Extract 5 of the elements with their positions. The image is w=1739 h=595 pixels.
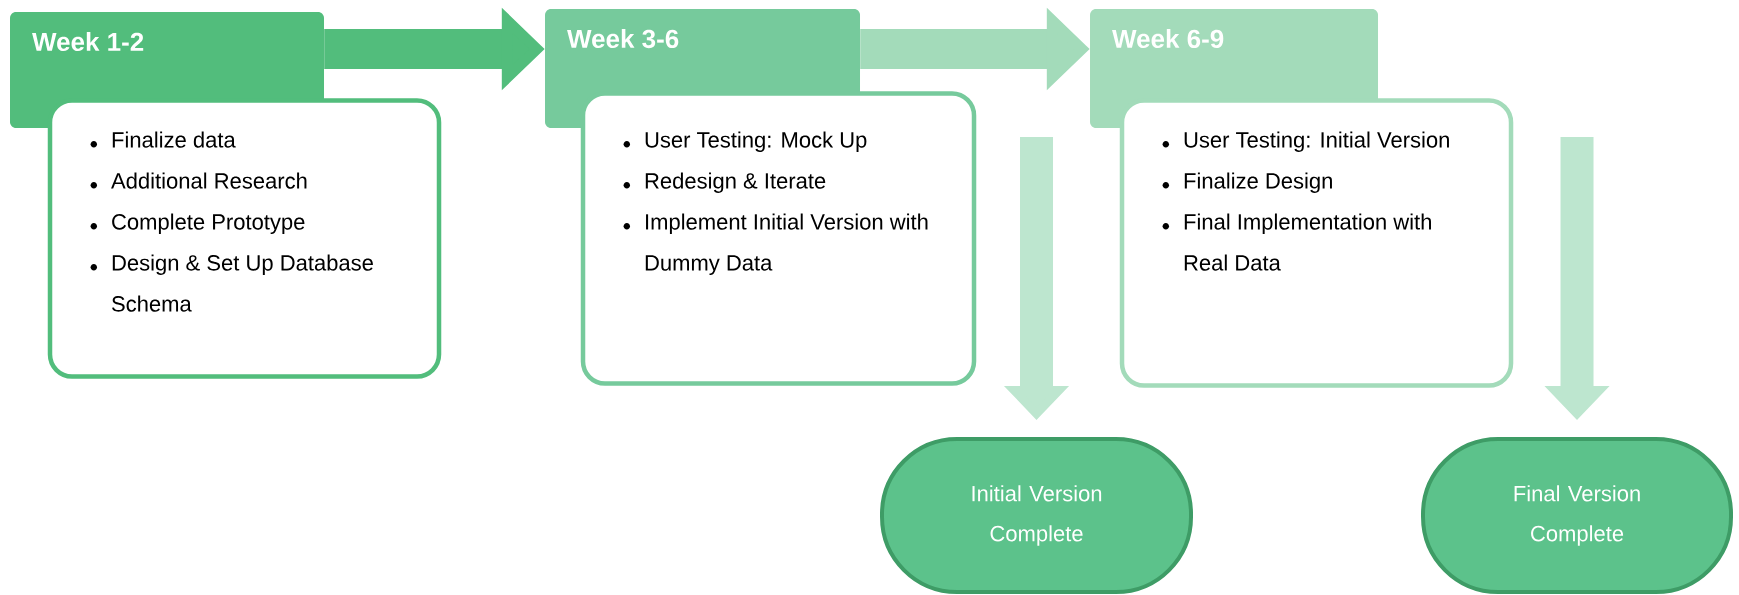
- milestone-oval: Initial Version Complete: [880, 437, 1193, 594]
- task-box: Finalize data Additional Research Complete Prototype Design & Set Up Database Schema: [47, 98, 442, 379]
- task-box: User Testing: Mock Up Redesign & Iterate Implement Initial Version with Dummy Data: [580, 91, 977, 386]
- task-box: User Testing: Initial Version Finalize Design Final Implementation with Real Data: [1119, 98, 1514, 388]
- milestone-oval: Final Version Complete: [1421, 437, 1733, 594]
